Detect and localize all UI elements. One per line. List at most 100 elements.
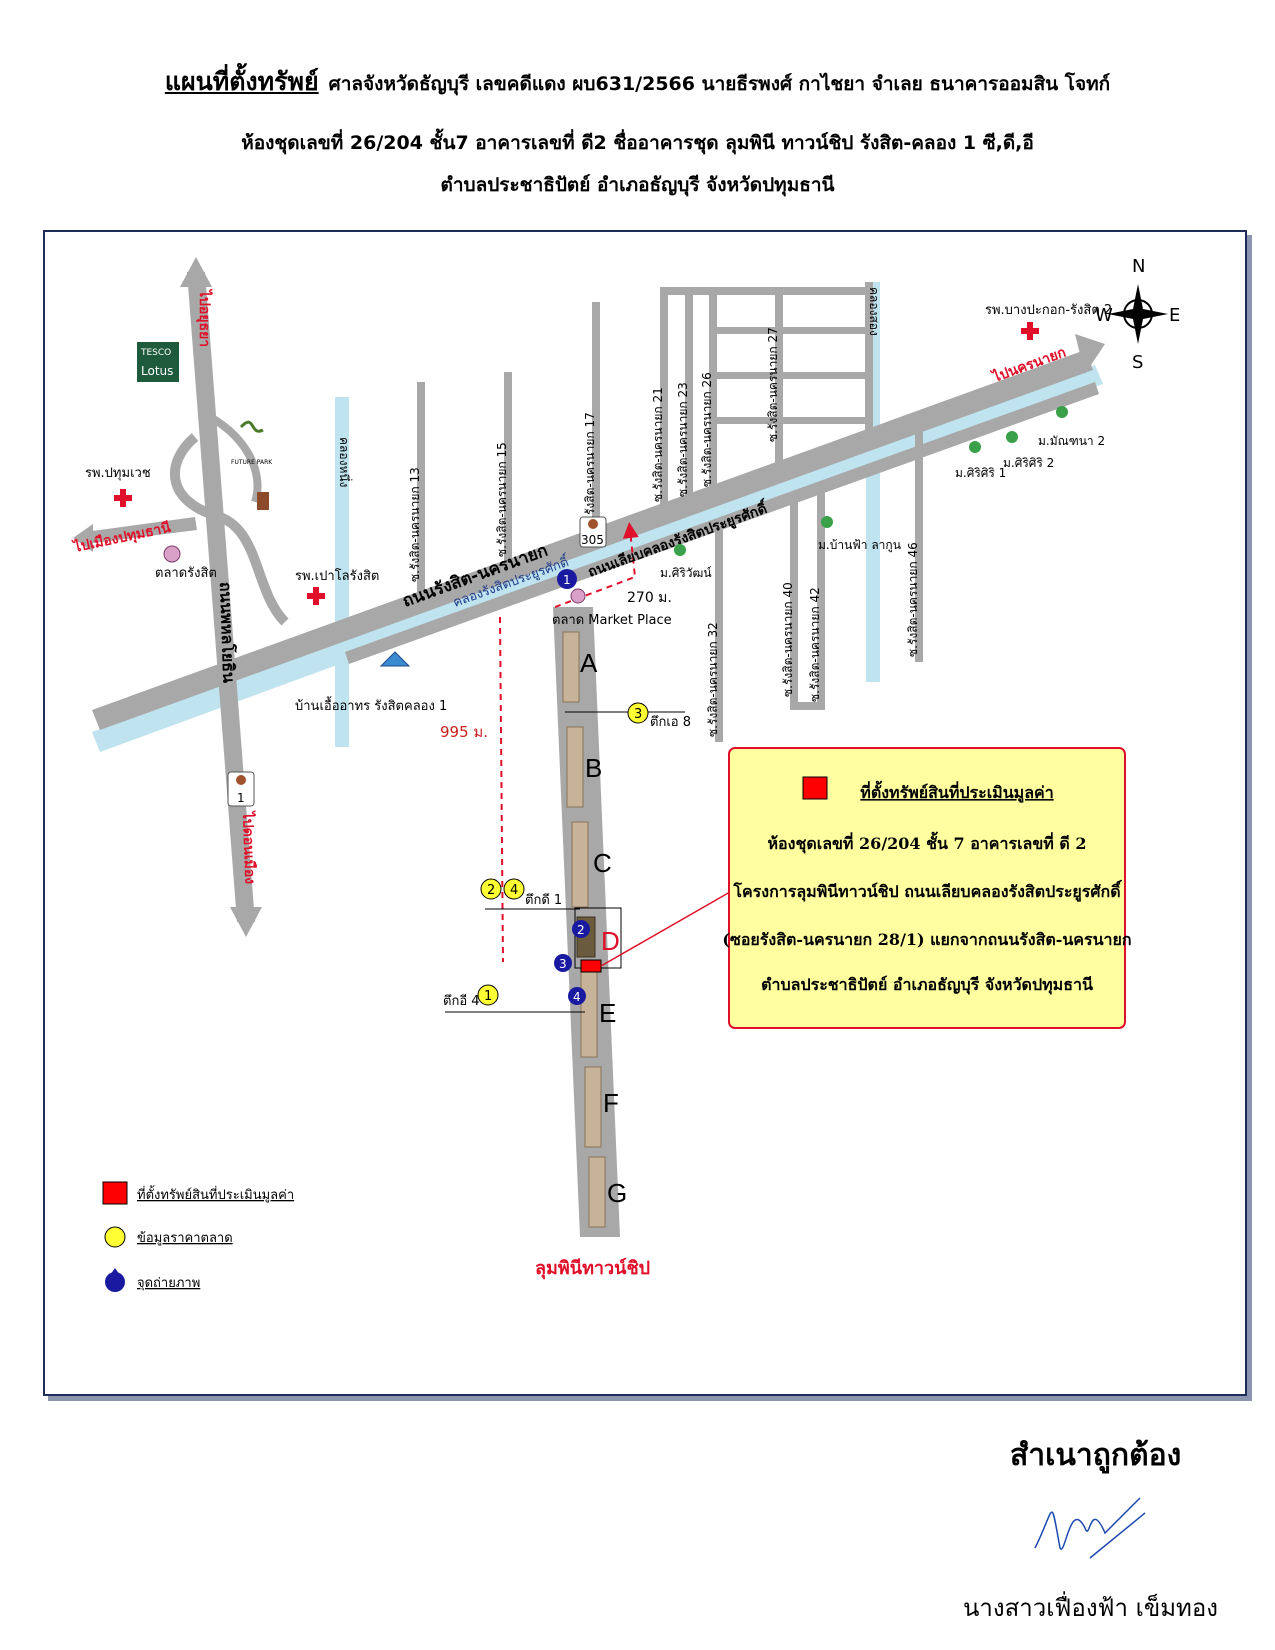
subject-property-marker (580, 959, 602, 973)
info-box-pointer (600, 891, 731, 967)
canal-label-1: คลองหนึ่ง (337, 437, 353, 487)
shield-emblem-icon (236, 775, 246, 785)
distance-995-label: 995 ม. (440, 723, 488, 741)
road-ramp (198, 408, 262, 504)
legend: ที่ตั้งทรัพย์สินที่ประเมินมูลค่า ข้อมูลร… (102, 1181, 294, 1292)
canal-label-2: คลองสอง (867, 287, 881, 336)
market-icon (570, 588, 586, 604)
arrow-down-road (230, 907, 262, 937)
housing-logo-icon (379, 651, 411, 667)
comparable-3: 3 ตึกเอ 8 (565, 702, 691, 730)
village-manthana-label: ม.มัณฑนา 2 (1038, 434, 1105, 448)
soi-label-46: ซ.รังสิต-นครนายก 46 (906, 542, 920, 657)
shield-emblem-icon (588, 519, 598, 529)
lotus-label: Lotus (141, 364, 173, 378)
map-canvas: A B C D E F G 995 ม. 270 ม. ถนนรังสิต-นค… (70, 256, 1180, 1292)
compass-icon: N S E W (1095, 256, 1180, 373)
comparable-2-4-label: ตึกดี 1 (525, 892, 562, 908)
soi-label-32: ซ.รังสิต-นครนายก 32 (706, 622, 720, 737)
soi-label-27: ซ.รังสิต-นครนายก 27 (766, 327, 780, 442)
market-icon (163, 545, 181, 563)
comparable-2-4: 2 4 ตึกดี 1 (480, 878, 580, 910)
arrow-left-road (73, 524, 93, 552)
photo-points: 1 2 3 4 (554, 569, 590, 1005)
info-box-line3: (ซอยรังสิต-นครนายก 28/1) แยกจากถนนรังสิต… (722, 930, 1131, 949)
soi-label-40: ซ.รังสิต-นครนายก 40 (781, 582, 795, 697)
road-phahonyothin (187, 272, 255, 922)
info-box-line1: ห้องชุดเลขที่ 26/204 ชั้น 7 อาคารเลขที่ … (768, 831, 1087, 854)
title-rest: ศาลจังหวัดธัญบุรี เลขคดีแดง ผบ631/2566 น… (328, 73, 1111, 95)
info-box-subject-swatch (802, 776, 828, 800)
legend-photo-label: จุดถ่ายภาพ (137, 1276, 200, 1291)
comparable-1-num: 1 (484, 989, 492, 1004)
route-305-label: 305 (581, 533, 604, 547)
hospital-cross-icon (307, 587, 325, 605)
info-box (728, 747, 1126, 1029)
comparable-3-label: ตึกเอ 8 (650, 715, 691, 730)
hospital-pathumvech-label: รพ.ปทุมเวช (85, 466, 151, 481)
distance-995-line (499, 616, 504, 963)
signer-name: นางสาวเฟื่องฟ้า เข็มทอง (963, 1594, 1219, 1622)
route-shield-1 (227, 771, 255, 807)
route-1-label: 1 (237, 791, 245, 805)
compass-n: N (1132, 256, 1145, 277)
comparable-4-num: 4 (510, 883, 518, 898)
soi-label-42: ซ.รังสิต-นครนายก 42 (808, 587, 822, 702)
subtitle-unit: ห้องชุดเลขที่ 26/204 ชั้น7 อาคารเลขที่ ด… (241, 132, 1034, 154)
building-label-d: D (601, 926, 620, 956)
hospital-cross-icon (1021, 322, 1039, 340)
title-lead: แผนที่ตั้งทรัพย์ (164, 67, 319, 96)
legend-market-label: ข้อมูลราคาตลาด (137, 1231, 233, 1246)
market-rangsit-label: ตลาดรังสิต (155, 566, 217, 581)
village-sisiri2-label: ม.ศิริศิริ 2 (1003, 456, 1054, 470)
comparable-1-label: ตึกอี 4 (443, 993, 480, 1009)
compass-w: W (1095, 305, 1113, 326)
building-label-b: B (585, 753, 602, 783)
direction-ayutthaya: ไปอยุธยา (196, 288, 214, 347)
photo-arrow-icon (108, 1268, 122, 1278)
soi-label-17: ซ.รังสิต-นครนายก 17 (583, 412, 597, 527)
village-icons (674, 406, 1068, 556)
project-name: ลุมพินีทาวน์ชิป (535, 1257, 650, 1280)
page-title: แผนที่ตั้งทรัพย์ ศาลจังหวัดธัญบุรี เลขคดี… (0, 62, 1275, 102)
info-box-line4: ตำบลประชาธิปัตย์ อำเภอธัญบุรี จังหวัดปทุ… (761, 975, 1093, 995)
building-icon (257, 492, 269, 510)
road-interchange (169, 433, 289, 626)
road-label-phahonyothin: ถนนพหลโยธิน (216, 581, 240, 683)
info-box-heading: ที่ตั้งทรัพย์สินที่ประเมินมูลค่า (860, 780, 1053, 804)
soi-label-26: ซ.รังสิต-นครนายก 26 (700, 372, 714, 487)
direction-don-mueang: ไปดอนเมือง (239, 810, 260, 885)
route-shield-305 (579, 516, 607, 548)
comparable-3-num: 3 (634, 707, 642, 722)
market-place-label: ตลาด Market Place (552, 613, 672, 628)
arrow-up-road (180, 257, 212, 287)
soi-label-21: ซ.รังสิต-นครนายก 21 (651, 387, 665, 502)
soi-label-15: ซ.รังสิต-นครนายก 15 (495, 442, 509, 557)
canal-rangsit-prayoonsak (92, 365, 1103, 752)
tesco-label: TESCO (140, 348, 171, 358)
distance-270-label: 270 ม. (627, 590, 672, 606)
hospital-cross-icon (114, 489, 132, 507)
village-banfa-label: ม.บ้านฟ้า ลากูน (818, 538, 901, 553)
building-label-f: F (603, 1088, 619, 1118)
photo-point-2: 2 (577, 923, 585, 937)
road-to-pathum (85, 517, 197, 544)
future-park-logo (239, 420, 264, 433)
subtitle-location: ตำบลประชาธิปัตย์ อำเภอธัญบุรี จังหวัดปทุ… (440, 174, 835, 196)
village-sisiri1-label: ม.ศิริศิริ 1 (955, 466, 1006, 480)
soi-label-13: ซ.รังสิต-นครนายก 13 (408, 467, 422, 582)
legend-market-swatch (104, 1226, 126, 1248)
building-label-a: A (580, 648, 598, 678)
hospital-paolo-label: รพ.เปาโลรังสิต (295, 568, 379, 584)
future-park-label: FUTURE PARK (231, 459, 273, 466)
photo-point-1: 1 (563, 573, 571, 587)
signature (1034, 1497, 1146, 1559)
building-label-e: E (599, 998, 616, 1028)
legend-subject-swatch (102, 1181, 128, 1205)
comparable-1: 1 ตึกอี 4 (443, 984, 585, 1013)
info-box-line2: โครงการลุมพินีทาวน์ชิป ถนนเลียบคลองรังสิ… (732, 880, 1122, 903)
village-siriwat-label: ม.ศิริวัฒน์ (660, 566, 712, 580)
location-map: A B C D E F G 995 ม. 270 ม. ถนนรังสิต-นค… (43, 230, 1247, 1396)
building-label-c: C (593, 848, 612, 878)
hospital-bangpakok-label: รพ.บางปะกอก-รังสิต 2 (985, 303, 1112, 318)
